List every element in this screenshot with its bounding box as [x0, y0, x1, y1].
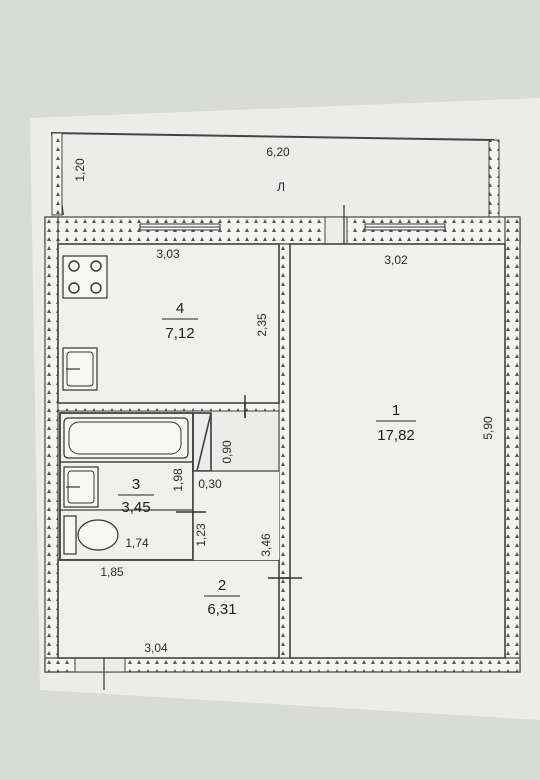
- stove-icon: [62, 255, 108, 299]
- room-4-area: 7,12: [165, 325, 194, 342]
- toilet-icon: [63, 515, 119, 555]
- room-2-hall: [57, 559, 280, 659]
- room-4-number: 4: [176, 300, 184, 317]
- room-1-label: 1 17,82: [376, 402, 416, 444]
- room-2-number: 2: [218, 577, 226, 594]
- room-1-number: 1: [392, 402, 400, 419]
- kitchen-width-label: 3,03: [156, 247, 180, 261]
- windows: [139, 223, 446, 231]
- balcony-depth-label: 1,20: [73, 158, 87, 182]
- room-3-area: 3,45: [121, 499, 150, 516]
- balcony: [50, 131, 500, 224]
- hall-top-width-label: 1,85: [100, 565, 124, 579]
- toilet-depth-label: 1,23: [194, 523, 208, 547]
- balcony-label: Л: [277, 180, 285, 194]
- room-2-hall-upper: [193, 471, 279, 560]
- room-2-area: 6,31: [207, 601, 236, 618]
- bathroom-sink-icon: [63, 466, 99, 508]
- closet-width-label: 0,30: [198, 477, 222, 491]
- bath-depth-label: 1,98: [171, 468, 185, 492]
- kitchen-sink-icon: [62, 347, 98, 391]
- toilet-width-label: 1,74: [125, 536, 149, 550]
- room-1-area: 17,82: [377, 427, 415, 444]
- living-depth-label: 5,90: [481, 416, 495, 440]
- hall-bottom-width-label: 3,04: [144, 641, 168, 655]
- bathtub-icon: [63, 417, 189, 459]
- room-3-bathroom: [60, 414, 193, 559]
- living-width-label: 3,02: [384, 253, 408, 267]
- room-3-label: 3 3,45: [118, 476, 154, 516]
- room-1-living: [289, 243, 506, 659]
- closet-depth-label: 0,90: [220, 440, 234, 464]
- balcony-width-label: 6,20: [266, 145, 290, 159]
- room-4-kitchen: [57, 243, 280, 404]
- room-4-label: 4 7,12: [162, 300, 198, 342]
- room-3-number: 3: [132, 476, 140, 493]
- hall-depth-label: 3,46: [259, 533, 273, 557]
- room-2-label: 2 6,31: [204, 577, 240, 618]
- kitchen-depth-label: 2,35: [255, 313, 269, 337]
- balcony-door: [324, 205, 348, 256]
